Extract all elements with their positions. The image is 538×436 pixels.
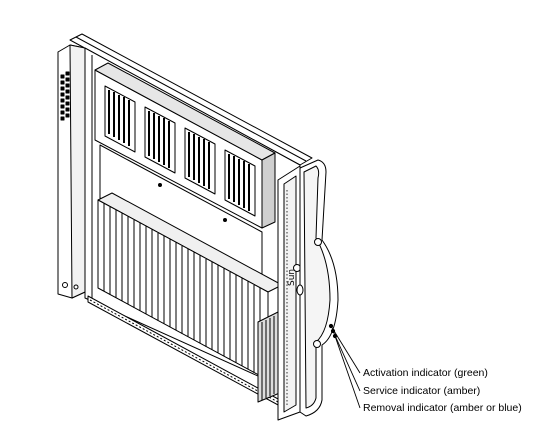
service-leader — [332, 330, 361, 392]
vent-grille — [144, 106, 176, 174]
activation-leader — [330, 325, 361, 374]
svg-text:Sun: Sun — [287, 269, 297, 286]
service-indicator-label: Service indicator (amber) — [363, 385, 481, 397]
leader-lines — [330, 325, 361, 409]
removal-leader — [334, 335, 361, 409]
left-bracket — [57, 44, 86, 299]
vent-grille — [224, 149, 256, 217]
heatsink-fins — [97, 192, 283, 381]
removal-indicator-label: Removal indicator (amber or blue) — [363, 402, 522, 414]
vent-grille — [184, 127, 216, 195]
activation-indicator-label: Activation indicator (green) — [363, 367, 488, 379]
front-heatsink — [257, 309, 283, 403]
fan-module — [94, 62, 276, 229]
ejector-lever — [296, 159, 339, 417]
vent-grille — [104, 85, 136, 153]
